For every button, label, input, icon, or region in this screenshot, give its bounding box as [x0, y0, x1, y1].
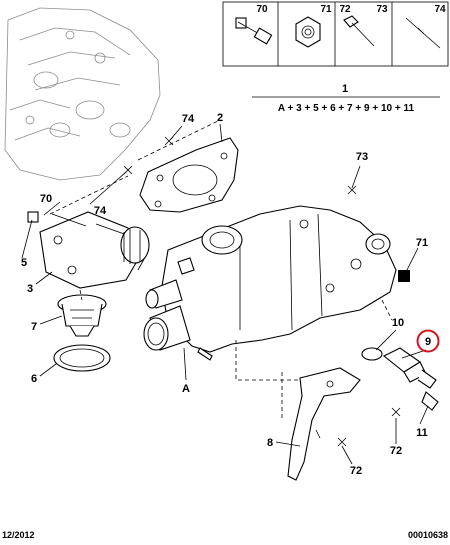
screw-72-icon — [343, 15, 375, 47]
thermostat-7 — [57, 294, 107, 337]
fastener-markers — [123, 136, 410, 447]
leader-lines — [21, 123, 429, 465]
footer-reference: 00010638 — [408, 530, 448, 540]
callout-labels: 2 74 74 70 73 71 5 3 7 6 A 10 9 8 11 72 … — [21, 112, 431, 477]
header-label-72: 72 — [339, 4, 351, 15]
gasket-2 — [139, 137, 239, 213]
seal-ring-6 — [53, 344, 111, 372]
callout-74-left: 74 — [94, 205, 107, 217]
callout-10: 10 — [392, 317, 404, 329]
callout-8: 8 — [267, 437, 273, 449]
bolt-70-icon — [235, 17, 273, 45]
cross-icon — [337, 437, 347, 447]
footer: 12/2012 00010638 — [2, 530, 448, 540]
header-label-74: 74 — [434, 4, 446, 15]
thermostat-cover-3 — [27, 211, 150, 289]
callout-71: 71 — [416, 237, 428, 249]
callout-7: 7 — [31, 321, 37, 333]
callout-9: 9 — [425, 336, 431, 348]
callout-73: 73 — [356, 151, 368, 163]
callout-5: 5 — [21, 257, 27, 269]
header-label-70: 70 — [256, 4, 268, 15]
callout-72-right: 72 — [390, 445, 402, 457]
nut-71-icon — [295, 16, 321, 48]
stud-74-icon — [405, 17, 441, 49]
cross-icon — [347, 185, 357, 195]
callout-a: A — [182, 383, 190, 395]
header-part-strip: 70 71 72 73 74 — [222, 1, 449, 67]
assembly-parts-list: A + 3 + 5 + 6 + 7 + 9 + 10 + 11 — [278, 103, 415, 114]
callout-3: 3 — [27, 283, 33, 295]
bracket-8 — [287, 367, 361, 481]
cross-icon — [391, 407, 401, 417]
header-label-73: 73 — [376, 4, 388, 15]
temperature-sensor-9 — [361, 347, 439, 411]
coolant-housing-a — [143, 205, 397, 361]
reference-lines — [49, 119, 393, 420]
header-label-71: 71 — [320, 4, 332, 15]
footer-date: 12/2012 — [2, 530, 35, 540]
assembly-formula: 1 A + 3 + 5 + 6 + 7 + 9 + 10 + 11 — [252, 83, 440, 114]
highlight-circle — [416, 329, 440, 353]
callout-74-top: 74 — [182, 113, 195, 125]
callout-11: 11 — [416, 427, 428, 439]
nut-71-marker-icon — [398, 270, 410, 282]
callout-6: 6 — [31, 373, 37, 385]
callout-2: 2 — [217, 112, 223, 124]
assembly-number: 1 — [342, 83, 348, 95]
callout-70: 70 — [40, 193, 52, 205]
cylinder-head-outline — [4, 7, 161, 181]
callout-72-bottom: 72 — [350, 465, 362, 477]
